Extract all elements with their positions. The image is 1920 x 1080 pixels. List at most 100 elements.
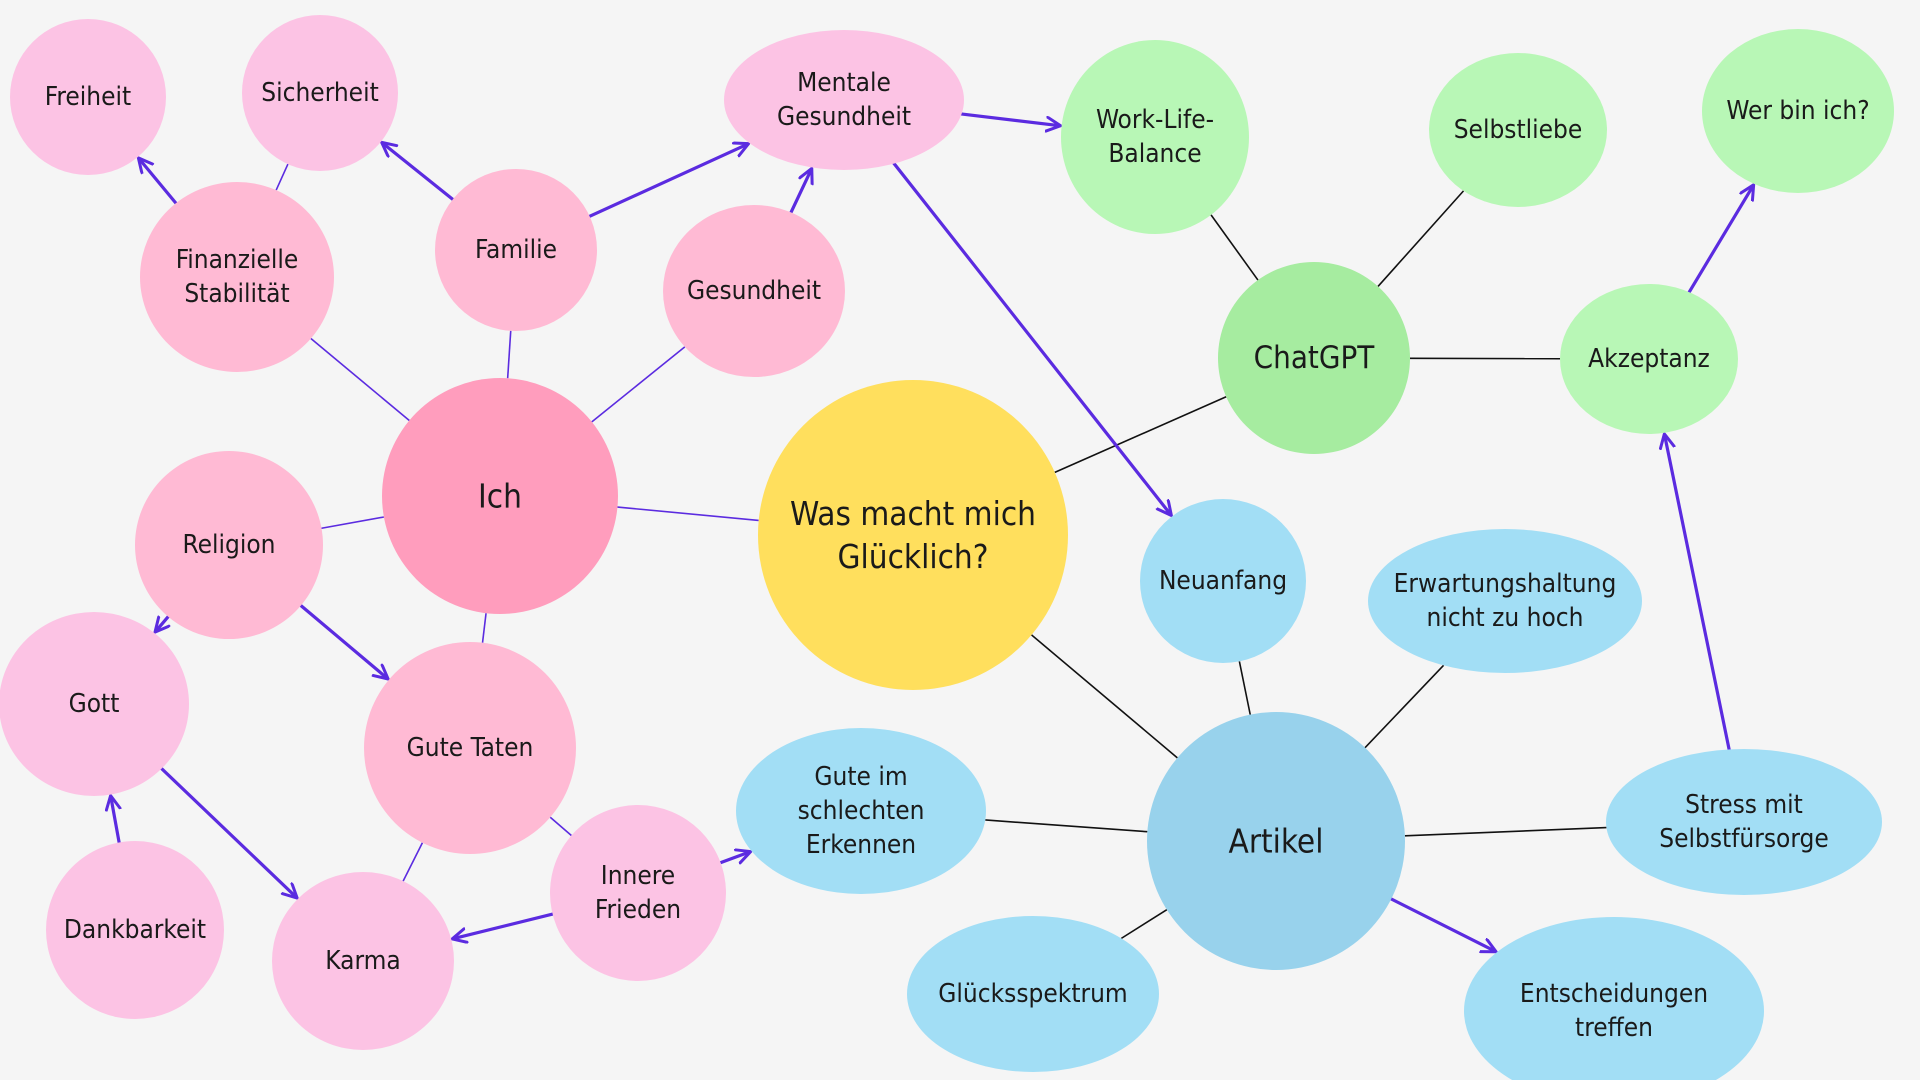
node-shape-dankbarkeit [46, 841, 224, 1019]
connector-artikel-gute-im-schlechten [985, 819, 1148, 833]
node-label-stress-selbstfuersorge-line-1: Stress mit [1685, 790, 1803, 820]
node-shape-gesundheit [663, 205, 845, 377]
node-selbstliebe[interactable]: Selbstliebe [1429, 53, 1607, 207]
node-label-freiheit: Freiheit [45, 82, 131, 112]
node-label-erwartungshaltung-line-2: nicht zu hoch [1427, 603, 1584, 633]
node-label-stress-selbstfuersorge-line-2: Selbstfürsorge [1659, 824, 1829, 854]
node-shape-selbstliebe [1429, 53, 1607, 207]
node-shape-work-life-balance [1061, 40, 1249, 234]
node-artikel[interactable]: Artikel [1147, 712, 1405, 970]
connector-gute-taten-karma [402, 842, 424, 882]
node-label-dankbarkeit: Dankbarkeit [64, 915, 206, 945]
node-neuanfang[interactable]: Neuanfang [1140, 499, 1306, 663]
node-label-mentale-gesundheit-line-1: Mentale [797, 68, 891, 98]
node-sicherheit[interactable]: Sicherheit [242, 15, 398, 171]
node-shape-sicherheit [242, 15, 398, 171]
node-shape-entscheidungen [1464, 917, 1764, 1080]
node-entscheidungen[interactable]: Entscheidungen treffen [1464, 917, 1764, 1080]
node-label-gute-im-schlechten-line-3: Erkennen [806, 830, 916, 860]
connector-finanzielle-stabilitaet-sicherheit [275, 163, 289, 191]
node-karma[interactable]: Karma [272, 872, 454, 1050]
node-label-work-life-balance-line-1: Work-Life- [1096, 105, 1214, 135]
node-label-gluecksspektrum: Glücksspektrum [938, 979, 1127, 1009]
node-gott[interactable]: Gott [0, 612, 189, 796]
node-shape-gute-im-schlechten [736, 728, 986, 894]
node-shape-gott [0, 612, 189, 796]
node-ich[interactable]: Ich [382, 378, 618, 614]
node-shape-mentale-gesundheit [724, 30, 964, 170]
connector-ich-familie [506, 330, 512, 379]
node-shape-innere-frieden [550, 805, 726, 981]
node-label-gott: Gott [69, 689, 120, 719]
node-label-gute-im-schlechten-line-1: Gute im [814, 762, 907, 792]
arrow-gott-to-karma [152, 760, 296, 898]
connector-artikel-neuanfang [1238, 661, 1252, 715]
node-shape-chatgpt [1218, 262, 1410, 454]
node-gute-taten[interactable]: Gute Taten [364, 642, 576, 854]
connector-chatgpt-selbstliebe [1377, 190, 1465, 287]
node-label-entscheidungen-line-2: treffen [1575, 1013, 1653, 1043]
connector-gluecklich-artikel [1030, 634, 1178, 759]
node-label-wer-bin-ich: Wer bin ich? [1726, 96, 1869, 126]
node-label-familie: Familie [475, 235, 557, 265]
node-shape-karma [272, 872, 454, 1050]
node-dankbarkeit[interactable]: Dankbarkeit [46, 841, 224, 1019]
node-label-artikel: Artikel [1229, 822, 1324, 861]
node-chatgpt[interactable]: ChatGPT [1218, 262, 1410, 454]
connector-ich-religion [321, 516, 385, 530]
node-shape-neuanfang [1140, 499, 1306, 663]
connector-ich-gute-taten [481, 613, 487, 643]
connector-ich-finanzielle-stabilitaet [310, 337, 410, 422]
node-label-religion: Religion [183, 530, 276, 560]
arrow-finanzielle-stabilitaet-to-freiheit [139, 159, 184, 213]
node-shape-stress-selbstfuersorge [1606, 749, 1882, 895]
arrow-religion-to-gute-taten [291, 597, 387, 678]
node-shape-artikel [1147, 712, 1405, 970]
node-gesundheit[interactable]: Gesundheit [663, 205, 845, 377]
node-label-karma: Karma [325, 946, 401, 976]
connector-gluecklich-ich [617, 506, 759, 522]
node-wer-bin-ich[interactable]: Wer bin ich? [1702, 29, 1894, 193]
node-label-akzeptanz: Akzeptanz [1588, 344, 1710, 374]
node-label-sicherheit: Sicherheit [261, 78, 378, 108]
node-label-gute-im-schlechten-line-2: schlechten [798, 796, 925, 826]
connector-gluecklich-chatgpt [1054, 396, 1227, 474]
node-freiheit[interactable]: Freiheit [10, 19, 166, 175]
connector-ich-gesundheit [591, 346, 686, 423]
node-label-finanzielle-stabilitaet-line-2: Stabilität [184, 279, 289, 309]
arrow-artikel-to-entscheidungen [1380, 892, 1495, 951]
node-work-life-balance[interactable]: Work-Life- Balance [1061, 40, 1249, 234]
node-shape-gluecksspektrum [907, 916, 1159, 1072]
node-label-mentale-gesundheit-line-2: Gesundheit [777, 102, 911, 132]
node-shape-familie [435, 169, 597, 331]
node-label-gute-taten: Gute Taten [407, 733, 534, 763]
node-akzeptanz[interactable]: Akzeptanz [1560, 284, 1738, 434]
arrow-akzeptanz-to-wer-bin-ich [1682, 186, 1753, 303]
connector-gute-taten-innere-frieden [549, 816, 572, 837]
node-familie[interactable]: Familie [435, 169, 597, 331]
arrow-mentale-gesundheit-to-neuanfang [886, 154, 1171, 515]
node-gluecksspektrum[interactable]: Glücksspektrum [907, 916, 1159, 1072]
node-label-work-life-balance-line-2: Balance [1108, 139, 1201, 169]
node-label-gluecklich-line-2: Glücklich? [838, 537, 989, 576]
node-shape-erwartungshaltung [1368, 529, 1642, 673]
node-shape-gute-taten [364, 642, 576, 854]
arrow-familie-to-sicherheit [382, 143, 463, 208]
node-label-entscheidungen-line-1: Entscheidungen [1520, 979, 1708, 1009]
node-label-innere-frieden-line-2: Frieden [595, 895, 681, 925]
node-label-neuanfang: Neuanfang [1159, 566, 1287, 596]
node-label-gesundheit: Gesundheit [687, 276, 821, 306]
connector-chatgpt-work-life-balance [1210, 214, 1259, 281]
node-religion[interactable]: Religion [135, 451, 323, 639]
arrow-layer [111, 111, 1753, 951]
connection-layer [275, 163, 1607, 940]
node-label-finanzielle-stabilitaet-line-1: Finanzielle [176, 245, 299, 275]
